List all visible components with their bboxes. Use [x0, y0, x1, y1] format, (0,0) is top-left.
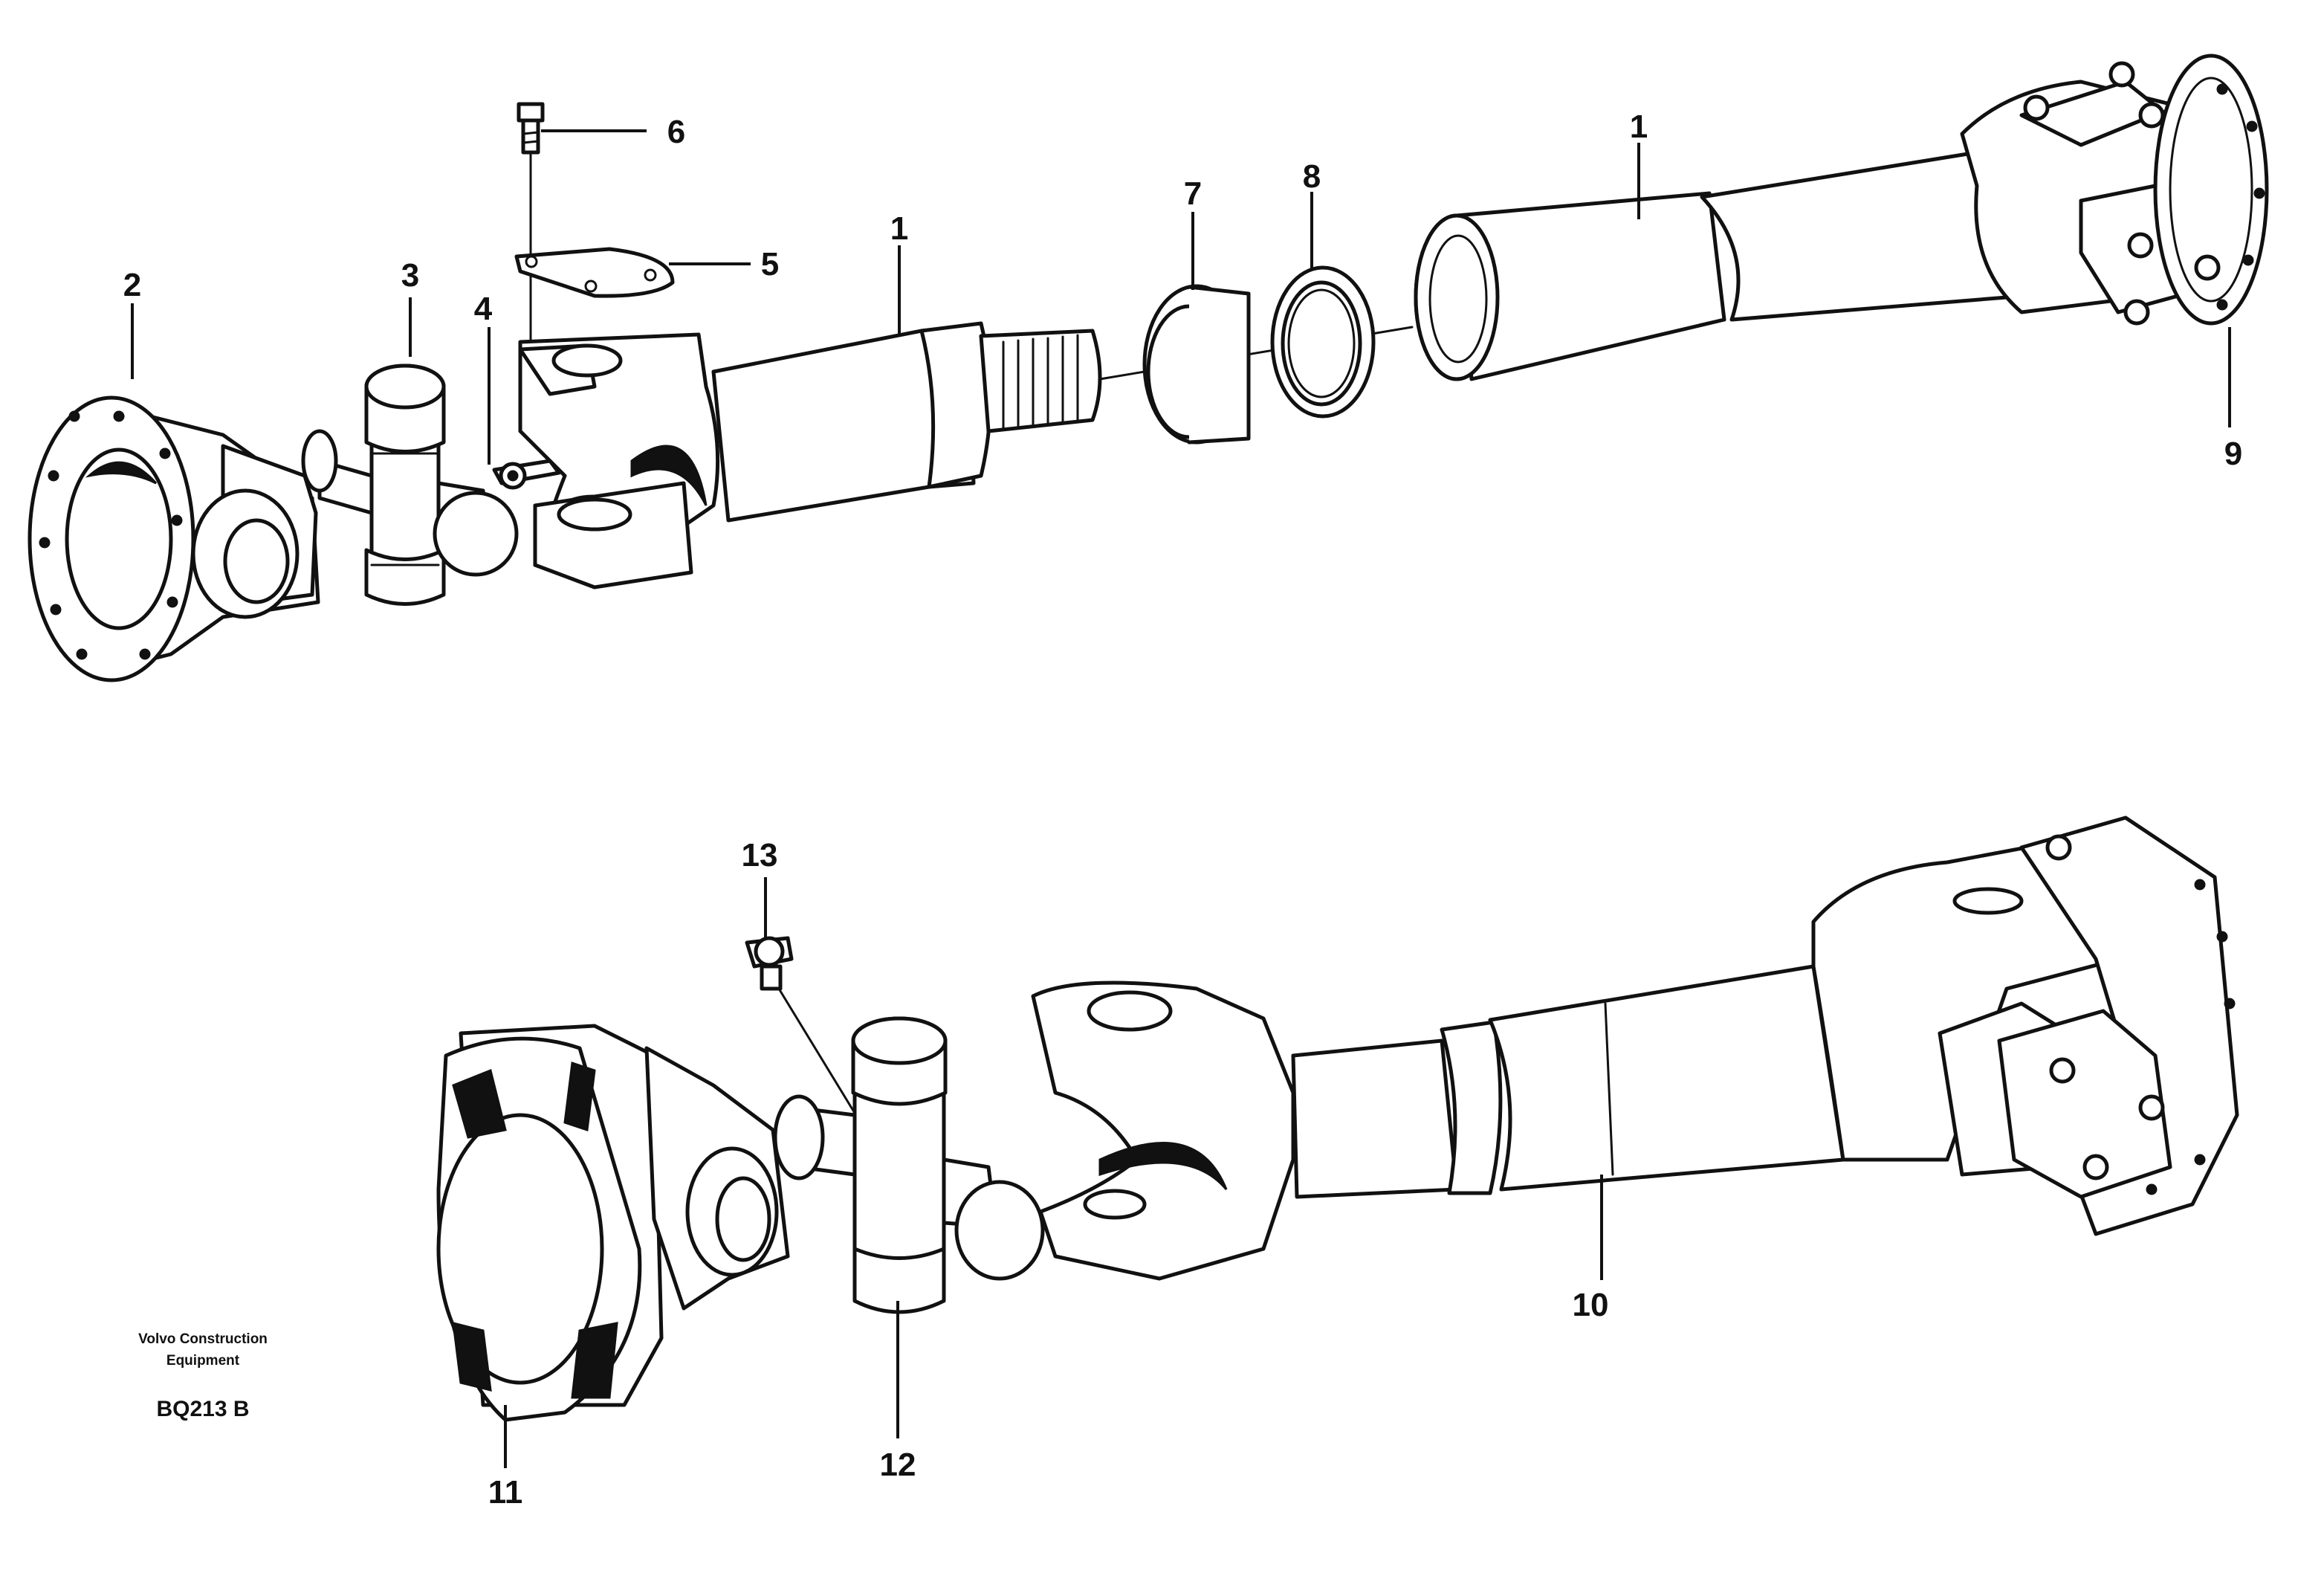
publisher-block: Volvo Construction Equipment BQ213 B — [138, 1331, 268, 1421]
callout-12: 12 — [880, 1447, 916, 1483]
grease-nipple-part-4 — [492, 459, 561, 490]
callout-10: 10 — [1573, 1287, 1609, 1323]
callout-13: 13 — [742, 837, 778, 873]
callout-8: 8 — [1303, 158, 1321, 195]
callout-6: 6 — [667, 114, 685, 150]
company-name-line-2: Equipment — [166, 1353, 240, 1369]
leader-lines — [131, 129, 2231, 1468]
company-name-line-1: Volvo Construction — [138, 1331, 268, 1347]
flange-yoke-part-2 — [27, 395, 320, 682]
shaft-half-part-1-right — [1414, 54, 2269, 381]
callout-5: 5 — [761, 246, 779, 282]
callout-3: 3 — [401, 257, 419, 294]
callout-1-upper-right: 1 — [1630, 109, 1648, 145]
callout-7: 7 — [1184, 175, 1202, 212]
seal-ring-part-7 — [1142, 284, 1251, 445]
callout-9: 9 — [2224, 436, 2242, 472]
callout-2: 2 — [123, 267, 141, 303]
lock-plate-part-5 — [514, 247, 675, 298]
flange-face-ribs — [452, 1061, 618, 1399]
seal-ring-part-8 — [1270, 265, 1376, 419]
shaft-half-part-1-left — [518, 321, 1414, 589]
universal-joint-cross-part-12 — [773, 1016, 1045, 1314]
spline-teeth — [1002, 334, 1079, 429]
callout-labels: 1 1 2 3 4 5 6 7 8 9 10 11 12 13 — [123, 109, 2242, 1511]
propeller-shaft-part-10 — [1031, 815, 2239, 1281]
universal-joint-cross-part-3 — [301, 364, 519, 606]
callout-11: 11 — [488, 1474, 523, 1511]
callout-1-upper-left: 1 — [890, 210, 908, 247]
grease-nipple-part-13 — [745, 936, 871, 1139]
flange-yoke-part-11 — [436, 1024, 790, 1422]
bolt-part-6 — [517, 102, 545, 343]
illustration-code: BQ213 B — [156, 1397, 249, 1421]
callout-4: 4 — [474, 291, 493, 327]
